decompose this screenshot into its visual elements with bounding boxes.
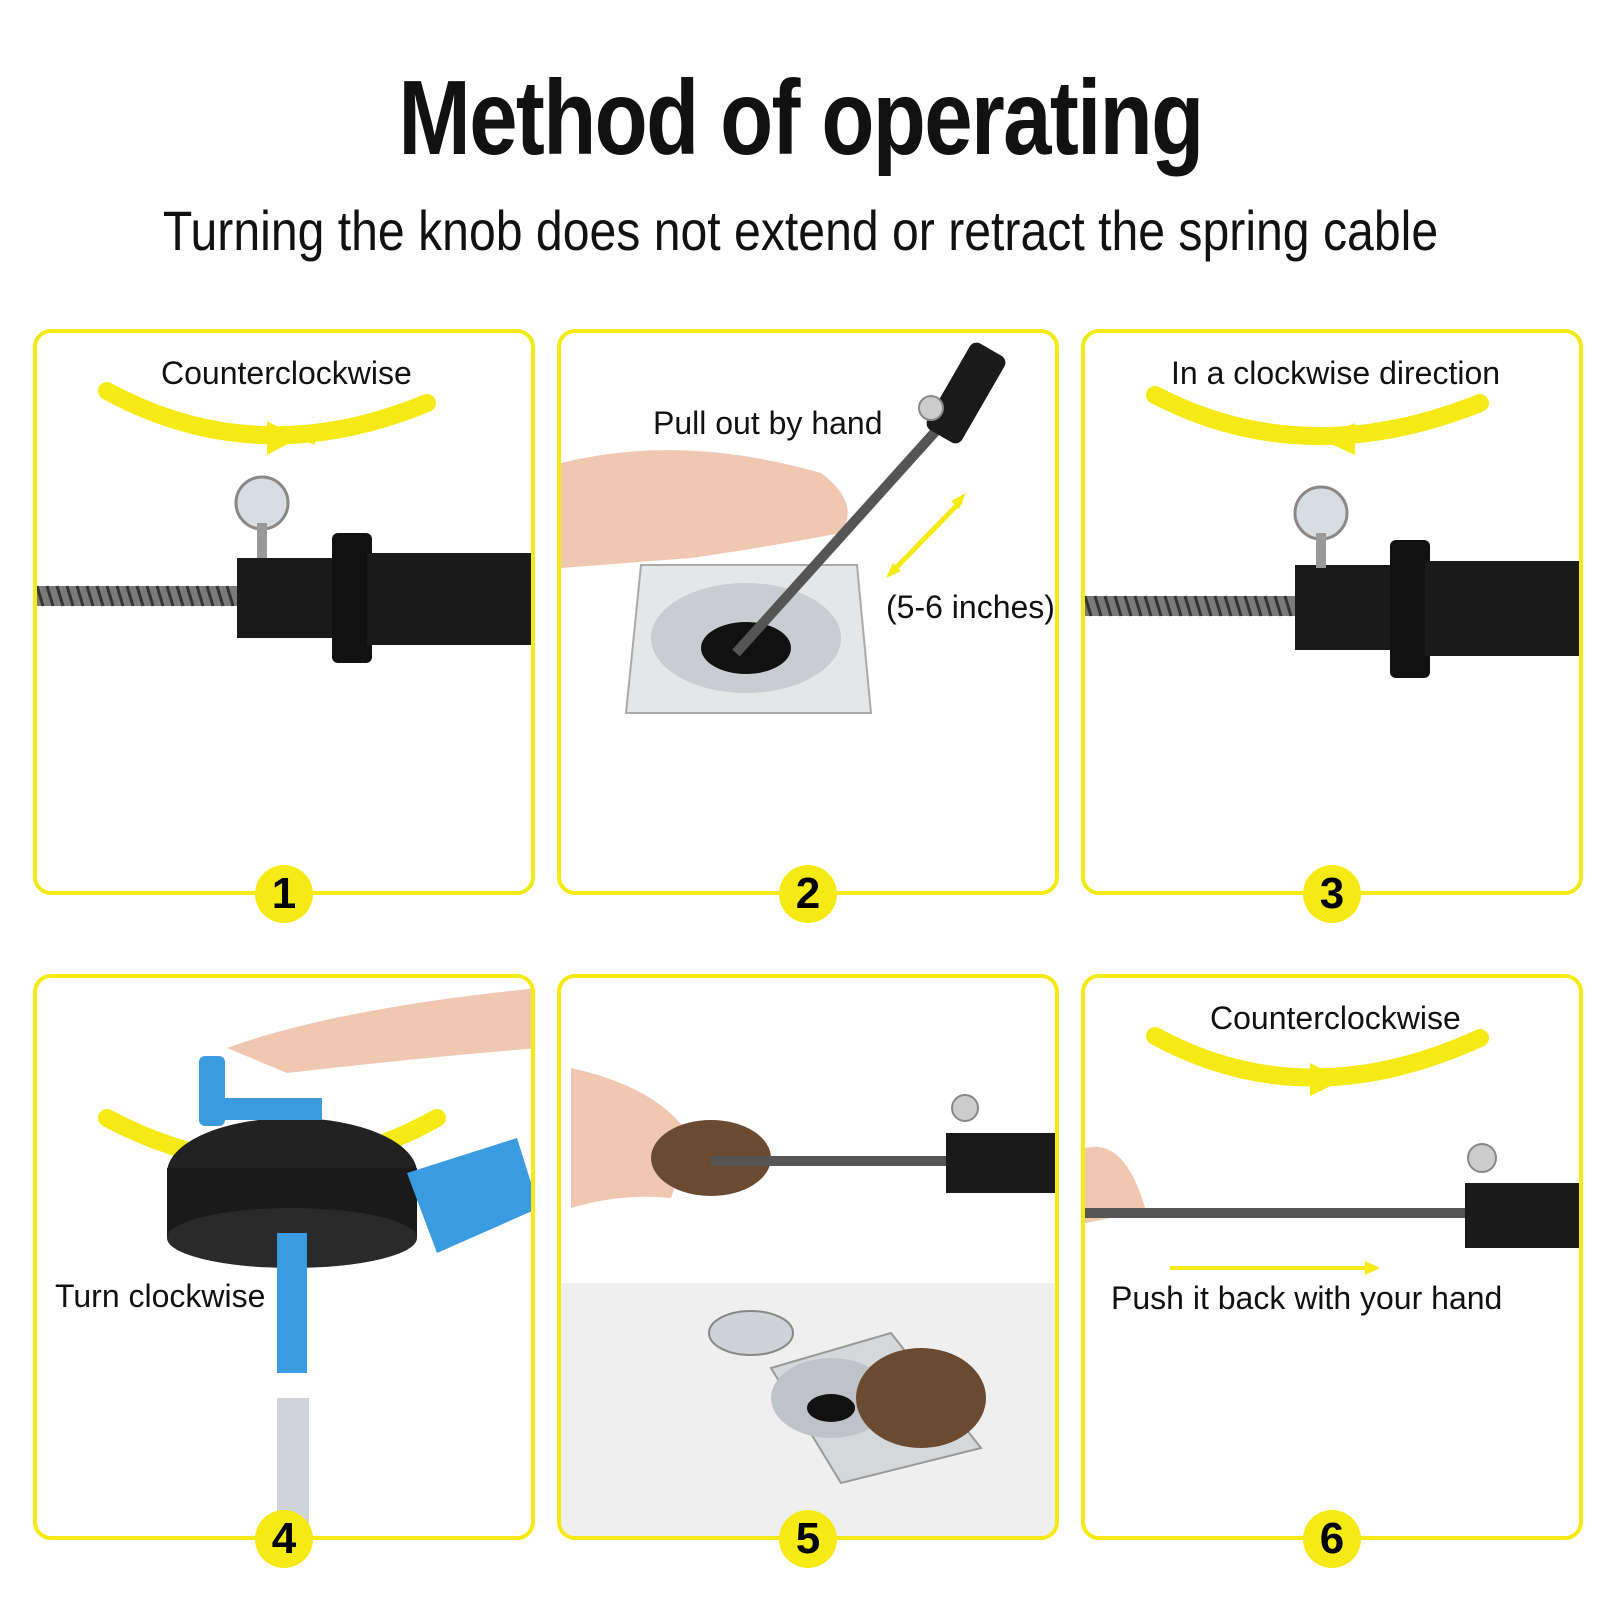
page-subtitle: Turning the knob does not extend or retr…: [162, 199, 1439, 262]
spring-cable: [732, 399, 965, 657]
grip-handle: [407, 1138, 531, 1253]
page-title: Method of operating: [398, 59, 1204, 177]
arrow-head-icon: [267, 421, 299, 455]
step-3-panel: In a clockwise direction 3: [1081, 329, 1583, 923]
tool-head: [237, 558, 337, 638]
thumb-screw-icon: [918, 395, 944, 421]
step-3-label: In a clockwise direction: [1171, 355, 1501, 391]
rotation-arrow-icon: [98, 382, 436, 445]
thumb-screw-icon: [1467, 1143, 1497, 1173]
step-5-number: 5: [779, 1510, 837, 1568]
step-6-illustration: [1085, 1027, 1579, 1275]
arrow-head-icon: [1320, 423, 1355, 455]
hand: [1085, 1146, 1145, 1223]
tool-head: [1295, 565, 1395, 650]
step-3-number: 3: [1303, 865, 1361, 923]
spring-cable: [1085, 595, 1300, 617]
step-1-panel: Counterclockwise 1: [33, 329, 535, 923]
step-6-label: Counterclockwise: [1210, 1000, 1461, 1036]
step-4-label: Turn clockwise: [55, 1278, 266, 1314]
rotation-arrow-icon: [1146, 386, 1489, 446]
step-2-illustration: [561, 342, 1006, 714]
step-2-panel: Pull out by hand (5-6 inches) 2: [557, 329, 1059, 923]
step-3-illustration: [1085, 386, 1579, 678]
hand: [227, 988, 531, 1073]
step-4-number: 4: [255, 1510, 313, 1568]
step-6-number: 6: [1303, 1510, 1361, 1568]
tool-head: [1465, 1183, 1579, 1248]
step-2-measure: (5-6 inches): [886, 589, 1055, 625]
step-2-label: Pull out by hand: [653, 405, 883, 441]
hand: [561, 450, 848, 568]
step-6-panel: Counterclockwise Push it back with your …: [1081, 974, 1583, 1568]
hair-clump: [856, 1348, 986, 1448]
spring-cable: [37, 585, 242, 607]
shaft: [277, 1233, 307, 1373]
step-4-illustration: [98, 988, 531, 1536]
step-5-illustration: [561, 1068, 1055, 1536]
thumb-screw-icon: [951, 1094, 979, 1122]
thumb-screw-icon: [1293, 485, 1349, 541]
step-5-panel: 5: [557, 974, 1059, 1568]
step-6-instruction: Push it back with your hand: [1111, 1280, 1503, 1316]
step-1-illustration: [37, 382, 531, 663]
step-1-number: 1: [255, 865, 313, 923]
tool-head: [946, 1133, 1055, 1193]
thumb-screw-icon: [234, 475, 290, 531]
step-2-number: 2: [779, 865, 837, 923]
measure-arrow-icon: [889, 499, 963, 575]
step-1-label: Counterclockwise: [161, 355, 412, 391]
arrow-head-icon: [1310, 1063, 1343, 1096]
step-4-panel: Turn clockwise 4: [33, 974, 535, 1568]
